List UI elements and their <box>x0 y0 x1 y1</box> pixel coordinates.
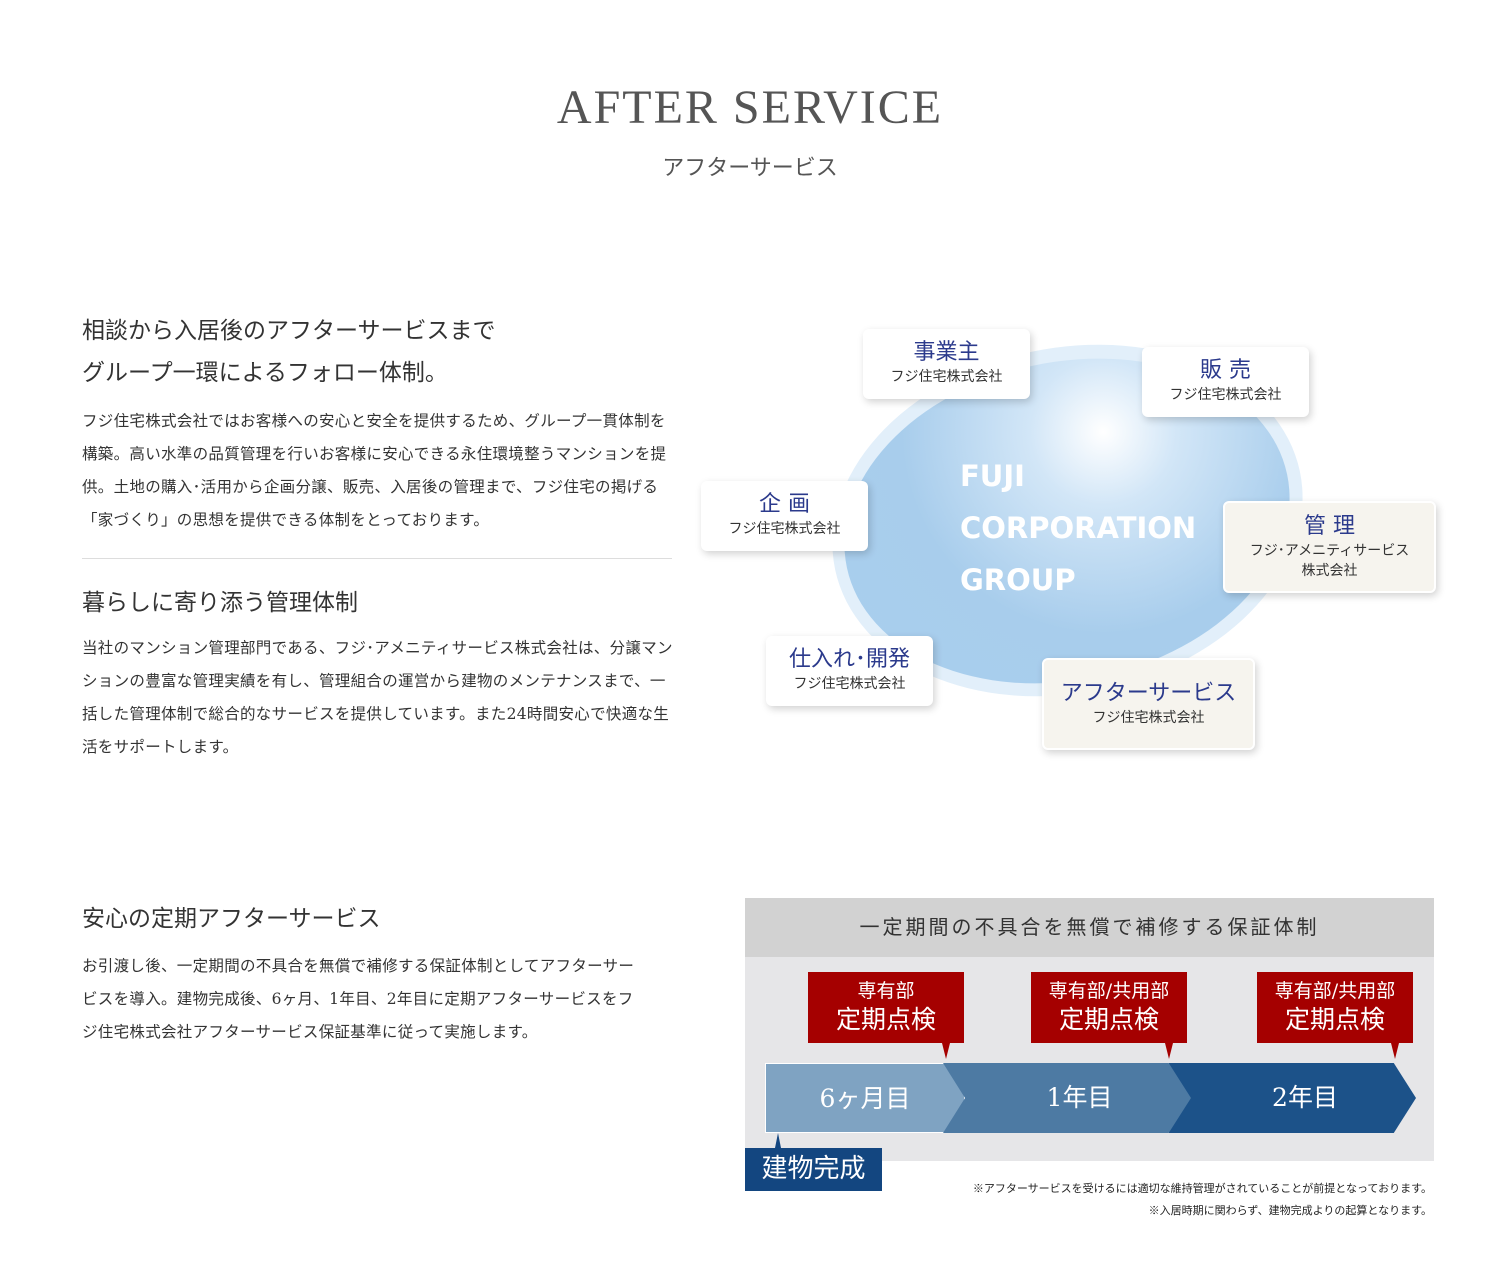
building-completion-label: 建物完成 <box>745 1133 882 1191</box>
page-title: AFTER SERVICE <box>556 81 944 134</box>
inspection-scope: 専有部/共用部 <box>1274 980 1396 1002</box>
section3-heading: 安心の定期アフターサービス <box>82 906 381 932</box>
node-company: フジ住宅株式会社 <box>793 676 906 692</box>
section1-body: フジ住宅株式会社ではお客様への安心と安全を提供するため、グループ一貫体制を構築。… <box>82 412 667 529</box>
node-title: 企 画 <box>759 492 810 517</box>
node-acquisition: 仕入れ･開発フジ住宅株式会社 <box>766 636 933 706</box>
node-title: 仕入れ･開発 <box>788 647 910 672</box>
inspection-scope: 専有部/共用部 <box>1048 980 1170 1002</box>
inspection-label: 定期点検 <box>1284 1005 1385 1034</box>
section2-heading: 暮らしに寄り添う管理体制 <box>82 590 358 616</box>
node-company: フジ･アメニティサービス <box>1249 543 1410 559</box>
group-label-line: FUJI <box>960 459 1025 493</box>
inspection-2y: 専有部/共用部定期点検 <box>1257 972 1413 1059</box>
inspection-1y: 専有部/共用部定期点検 <box>1031 972 1187 1059</box>
node-after-service: アフターサービスフジ住宅株式会社 <box>1042 658 1255 750</box>
group-label: FUJI CORPORATION GROUP <box>960 450 1196 606</box>
footnote: ※入居時期に関わらず、建物完成よりの起算となります。 <box>1148 1204 1432 1217</box>
inspection-label: 定期点検 <box>835 1005 936 1034</box>
section3-body: お引渡し後、一定期間の不具合を無償で補修する保証体制としてアフターサービスを導入… <box>82 957 635 1041</box>
period-6m: 6ヶ月目 <box>765 1063 965 1133</box>
node-title: 販 売 <box>1200 358 1251 383</box>
heading-line: 相談から入居後のアフターサービスまで <box>82 318 496 344</box>
node-sales: 販 売フジ住宅株式会社 <box>1142 347 1309 417</box>
group-label-line: CORPORATION <box>960 511 1197 545</box>
divider <box>82 558 672 559</box>
node-company: フジ住宅株式会社 <box>1092 710 1205 726</box>
section1-heading: 相談から入居後のアフターサービスまで グループ一環によるフォロー体制。 <box>82 310 496 394</box>
inspection-6m: 専有部定期点検 <box>808 972 964 1059</box>
period-1y: 1年目 <box>943 1063 1191 1133</box>
heading-line: グループ一環によるフォロー体制。 <box>82 360 448 386</box>
inspection-scope: 専有部 <box>857 980 915 1002</box>
node-title: 事業主 <box>913 340 980 365</box>
period-2y: 2年目 <box>1169 1063 1416 1133</box>
footnote: ※アフターサービスを受けるには適切な維持管理がされていることが前提となっておりま… <box>972 1182 1432 1195</box>
warranty-title: 一定期間の不具合を無償で補修する保証体制 <box>745 898 1434 957</box>
node-company: フジ住宅株式会社 <box>890 369 1003 385</box>
node-planning: 企 画フジ住宅株式会社 <box>701 481 868 551</box>
node-developer: 事業主フジ住宅株式会社 <box>863 329 1030 399</box>
group-label-line: GROUP <box>960 563 1076 597</box>
node-company: 株式会社 <box>1301 563 1358 579</box>
section2-body: 当社のマンション管理部門である、フジ･アメニティサービス株式会社は、分譲マンショ… <box>82 639 673 756</box>
node-title: アフターサービス <box>1060 681 1237 706</box>
node-company: フジ住宅株式会社 <box>728 521 841 537</box>
node-company: フジ住宅株式会社 <box>1169 387 1282 403</box>
inspection-label: 定期点検 <box>1058 1005 1159 1034</box>
node-management: 管 理フジ･アメニティサービス株式会社 <box>1223 501 1436 593</box>
page-subtitle: アフターサービス <box>662 156 838 181</box>
node-title: 管 理 <box>1304 514 1355 539</box>
